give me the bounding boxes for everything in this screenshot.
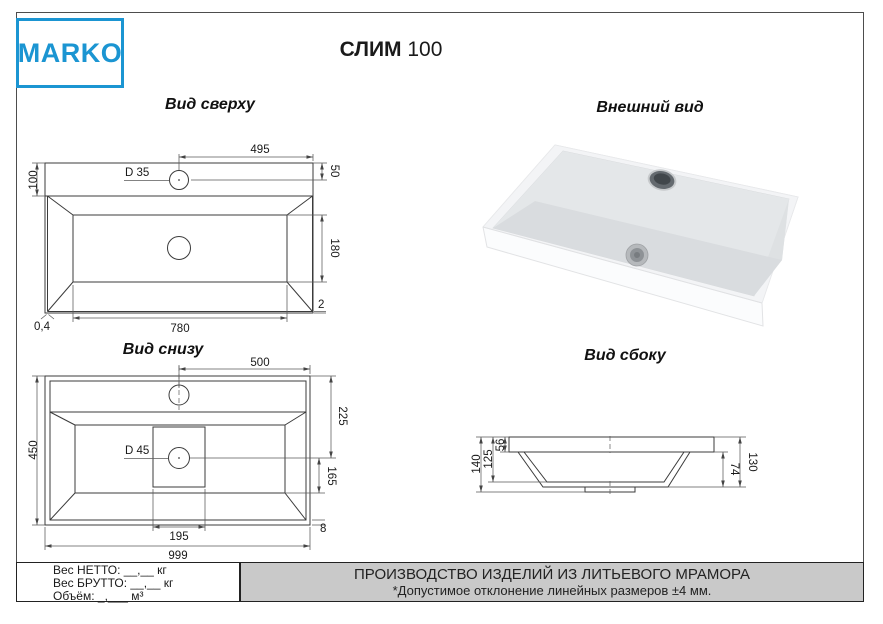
- weight-info-box: Вес НЕТТО: __,__ кг Вес БРУТТО: __,__ кг…: [16, 562, 240, 603]
- sideview-rim: [508, 436, 715, 453]
- brand-logo-text: MARKO: [17, 37, 123, 68]
- topview-dim-180: 180: [328, 238, 340, 257]
- faucet-hole: [647, 169, 677, 191]
- bottomview-dim-165: 165: [325, 466, 337, 485]
- volume: Объём: _,___ м³: [53, 589, 144, 603]
- topview-dim-04: 0,4: [34, 321, 51, 333]
- topview-dim-50: 50: [328, 165, 340, 178]
- production-line1: ПРОИЗВОДСТВО ИЗДЕЛИЙ ИЗ ЛИТЬЕВОГО МРАМОР…: [354, 566, 750, 583]
- sideview-dim-130: 130: [746, 452, 758, 471]
- net-weight: Вес НЕТТО: __,__ кг: [53, 563, 167, 577]
- model-name: СЛИМ: [339, 38, 402, 61]
- title-top-view: Вид сверху: [165, 96, 255, 113]
- bottom-view-drawing: 500 450 225 165 D 45 195 8 999: [28, 357, 348, 562]
- sideview-dim-74: 74: [728, 463, 740, 476]
- brand-logo: MARKO: [16, 18, 124, 88]
- bottomview-dim-500: 500: [250, 357, 269, 369]
- topview-basin-floor: [72, 214, 288, 283]
- topview-dim-d35: D 35: [125, 167, 149, 179]
- topview-dim-780: 780: [170, 323, 189, 335]
- topview-outer-rect: [44, 162, 314, 314]
- title-side-view: Вид сбоку: [584, 347, 666, 364]
- page-title: СЛИМ 100: [281, 38, 501, 62]
- bottomview-dim-195: 195: [169, 531, 188, 543]
- topview-dim-100: 100: [28, 170, 40, 189]
- topview-faucet-hole: [169, 170, 189, 190]
- topview-dim-2: 2: [318, 299, 324, 311]
- bottomview-dim-8: 8: [320, 523, 326, 535]
- top-view-drawing: 495 50 D 35 100 180 2 0,4 780: [28, 144, 340, 335]
- bottomview-dim-d45: D 45: [125, 445, 149, 457]
- production-info-box: ПРОИЗВОДСТВО ИЗДЕЛИЙ ИЗ ЛИТЬЕВОГО МРАМОР…: [240, 562, 864, 602]
- bottomview-dim-450: 450: [28, 440, 40, 459]
- topview-dim-495: 495: [250, 144, 269, 156]
- bottomview-dim-999: 999: [168, 550, 187, 562]
- sideview-dim-140: 140: [471, 454, 483, 473]
- bottomview-drain-recess: [152, 426, 206, 488]
- model-size: 100: [407, 38, 443, 61]
- bottomview-drain-hole: [168, 447, 190, 469]
- title-bottom-view: Вид снизу: [122, 341, 204, 358]
- sideview-dim-125: 125: [483, 449, 495, 468]
- external-view-render: [482, 144, 799, 327]
- topview-drain-hole: [167, 236, 191, 260]
- bottomview-outer-rect: [44, 375, 311, 526]
- title-external-view: Внешний вид: [596, 99, 704, 116]
- sink-back-wall: [493, 151, 789, 260]
- production-line2: *Допустимое отклонение линейных размеров…: [392, 583, 712, 598]
- sideview-dim-56: 56: [495, 439, 507, 452]
- drain: [625, 243, 649, 267]
- gross-weight: Вес БРУТТО: __,__ кг: [53, 576, 174, 590]
- side-view-drawing: 56 125 140 74 130: [471, 436, 758, 494]
- bottomview-basin-floor: [74, 424, 286, 494]
- bottomview-dim-225: 225: [336, 406, 348, 425]
- sideview-body: [517, 451, 691, 488]
